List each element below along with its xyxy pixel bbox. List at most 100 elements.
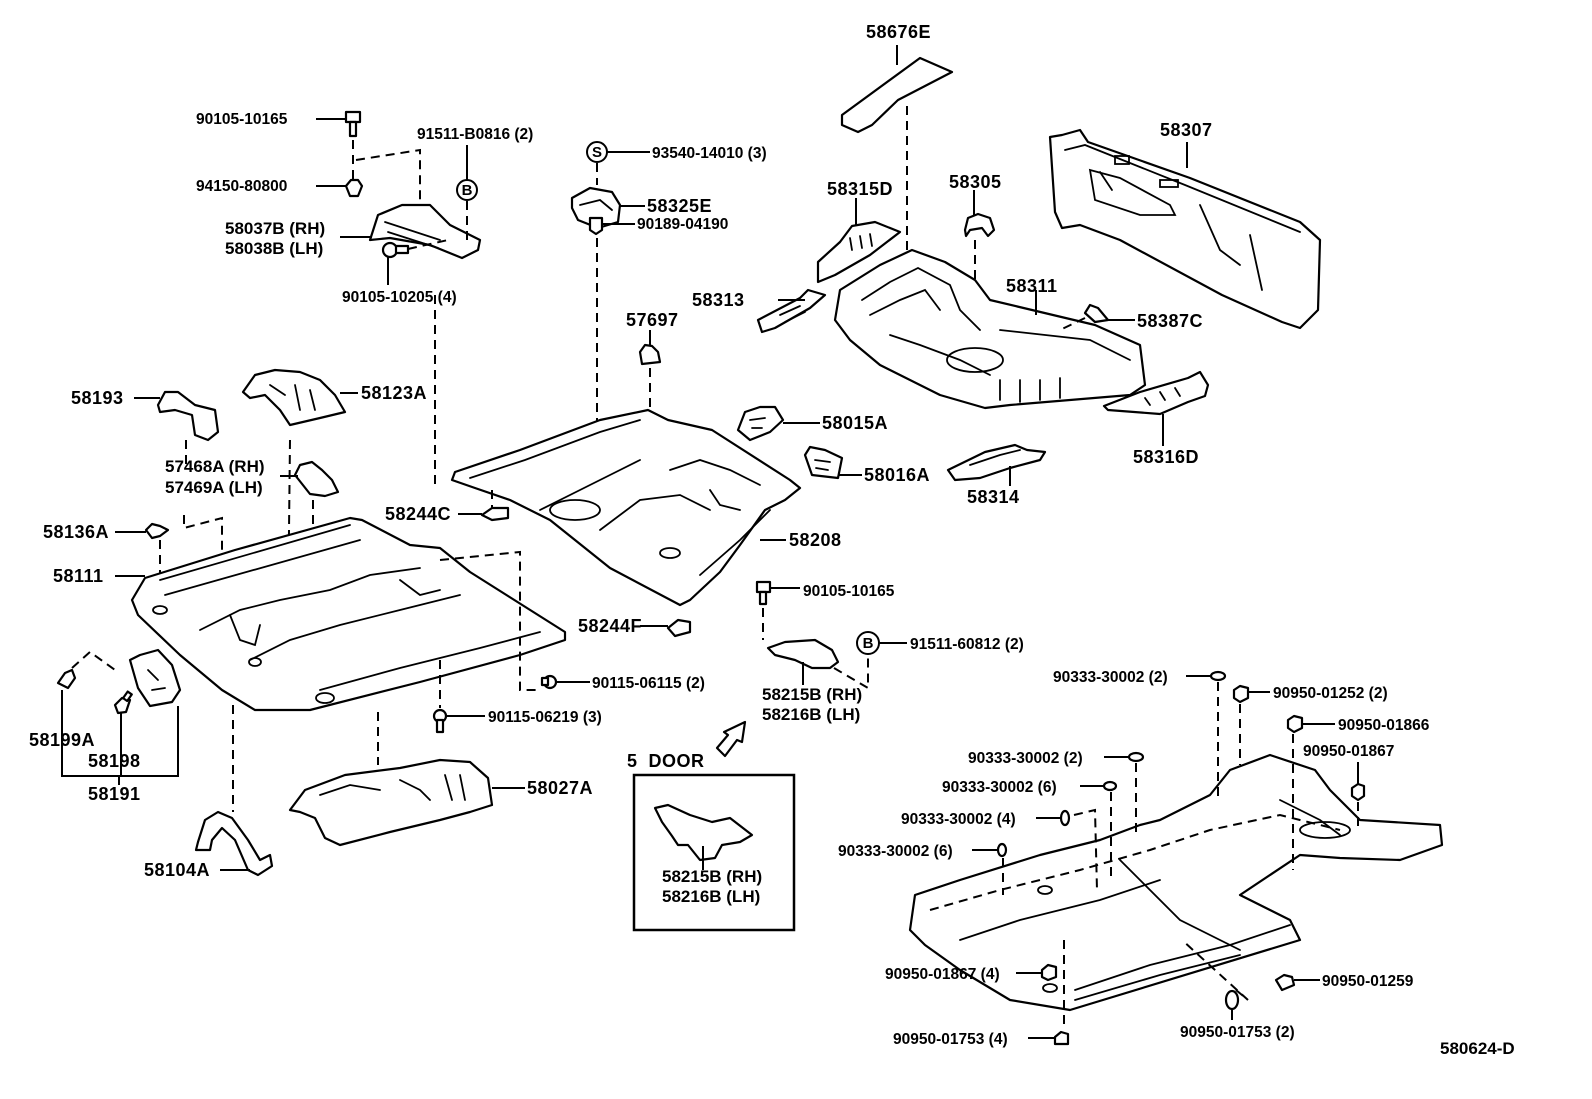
- part-58037B-58038B[interactable]: [368, 203, 482, 260]
- label-58315D: 58315D: [827, 179, 893, 199]
- part-58307[interactable]: [1048, 128, 1322, 330]
- symbol-B-top-text: B: [462, 182, 473, 199]
- label-58313: 58313: [692, 290, 745, 310]
- part-58193[interactable]: [156, 390, 220, 442]
- label-58676E: 58676E: [866, 22, 931, 42]
- label-90333-a: 90333-30002 (2): [1053, 669, 1168, 686]
- part-underbody-plugs[interactable]: [908, 753, 1444, 1012]
- label-90333-c: 90333-30002 (6): [942, 779, 1057, 796]
- label-90950-01866: 90950-01866: [1338, 717, 1430, 734]
- grommet-90333-a[interactable]: [1209, 670, 1227, 682]
- part-58215B-58216B[interactable]: [766, 638, 840, 670]
- part-58015A[interactable]: [736, 405, 785, 442]
- label-90950-01867-b: 90950-01867 (4): [885, 966, 1000, 983]
- diagram-code: 580624-D: [1440, 1039, 1515, 1058]
- label-58311: 58311: [1006, 276, 1058, 296]
- dash-B-mid: [833, 654, 869, 690]
- label-58193: 58193: [71, 388, 124, 408]
- part-57697[interactable]: [638, 343, 662, 366]
- grommet-90333-d[interactable]: [1059, 809, 1071, 827]
- part-57468A-57469A[interactable]: [293, 460, 340, 498]
- label-90115-06115: 90115-06115 (2): [592, 675, 705, 692]
- plug-90950-01867[interactable]: [1350, 782, 1366, 802]
- label-58387C: 58387C: [1137, 311, 1203, 331]
- label-58038B: 58038B (LH): [225, 239, 323, 258]
- label-58016A: 58016A: [864, 465, 930, 485]
- label-90115-06219: 90115-06219 (3): [488, 709, 602, 726]
- label-58316D: 58316D: [1133, 447, 1199, 467]
- label-57697: 57697: [626, 310, 679, 330]
- label-90105-10165-mid: 90105-10165: [803, 583, 895, 600]
- label-90189-04190: 90189-04190: [637, 216, 728, 233]
- part-90115-06115[interactable]: [540, 674, 558, 690]
- part-90105-10165-mid[interactable]: [755, 580, 772, 606]
- part-58104A[interactable]: [194, 810, 274, 877]
- part-58305[interactable]: [963, 212, 996, 238]
- label-90333-e: 90333-30002 (6): [838, 843, 953, 860]
- part-58208[interactable]: [450, 408, 802, 607]
- plug-90950-01753-b[interactable]: [1224, 989, 1240, 1011]
- grommet-90333-b[interactable]: [1127, 751, 1145, 763]
- symbol-S-text: S: [592, 144, 602, 161]
- label-58198: 58198: [88, 751, 141, 771]
- dash-90105-10205: [407, 239, 449, 250]
- plug-90950-01259[interactable]: [1274, 973, 1296, 992]
- part-90105-10205[interactable]: [381, 241, 410, 259]
- part-58313[interactable]: [756, 288, 827, 334]
- part-58676E[interactable]: [840, 56, 954, 134]
- part-58111[interactable]: [130, 516, 567, 712]
- plug-90950-01753-a[interactable]: [1053, 1030, 1070, 1046]
- label-90105-10165-top: 90105-10165: [196, 111, 288, 128]
- part-90189-04190[interactable]: [588, 216, 604, 236]
- part-inset-58215B[interactable]: [653, 803, 754, 862]
- label-58104A: 58104A: [144, 860, 210, 880]
- dash-90950-01753-b: [1181, 939, 1249, 1001]
- label-90950-01753-b: 90950-01753 (2): [1180, 1024, 1295, 1041]
- part-58387C[interactable]: [1083, 303, 1110, 324]
- part-90105-10165-top[interactable]: [344, 110, 362, 138]
- part-58198[interactable]: [113, 690, 133, 715]
- part-58314[interactable]: [946, 443, 1047, 482]
- part-58311[interactable]: [833, 248, 1147, 410]
- label-58027A: 58027A: [527, 778, 593, 798]
- label-58111: 58111: [53, 566, 104, 586]
- dash-bolt-bracket: [355, 148, 421, 200]
- grommet-90333-c[interactable]: [1102, 780, 1118, 792]
- part-90115-06219[interactable]: [432, 708, 448, 734]
- label-58015A: 58015A: [822, 413, 888, 433]
- part-58244F[interactable]: [666, 618, 692, 638]
- inset-label-lh: 58216B (LH): [662, 887, 760, 906]
- label-58208: 58208: [789, 530, 842, 550]
- part-58199A[interactable]: [56, 668, 77, 690]
- plug-90950-01252[interactable]: [1232, 684, 1250, 704]
- dash-58387C: [1059, 317, 1086, 331]
- part-58191-bracket[interactable]: [128, 648, 182, 708]
- grommet-90333-e[interactable]: [996, 842, 1008, 858]
- label-90950-01867-a: 90950-01867: [1303, 743, 1394, 760]
- label-58307: 58307: [1160, 120, 1213, 140]
- part-58027A[interactable]: [288, 758, 494, 847]
- label-90950-01252: 90950-01252 (2): [1273, 685, 1388, 702]
- part-58016A[interactable]: [803, 445, 844, 480]
- label-93540-14010: 93540-14010 (3): [652, 145, 767, 162]
- label-94150-80800: 94150-80800: [196, 178, 287, 195]
- label-58305: 58305: [949, 172, 1002, 192]
- label-90950-01753-a: 90950-01753 (4): [893, 1031, 1008, 1048]
- part-58123A[interactable]: [241, 368, 347, 427]
- label-58215B: 58215B (RH): [762, 685, 862, 704]
- part-58325E[interactable]: [570, 186, 622, 230]
- part-58315D[interactable]: [816, 220, 902, 284]
- arrow-icon: [715, 720, 747, 758]
- label-58244C: 58244C: [385, 504, 451, 524]
- part-94150-80800[interactable]: [344, 178, 364, 198]
- plug-90950-01867-b[interactable]: [1040, 963, 1058, 982]
- part-58316D[interactable]: [1102, 370, 1210, 416]
- label-57468A: 57468A (RH): [165, 457, 265, 476]
- label-91511-B0816: 91511-B0816 (2): [417, 126, 533, 143]
- part-58244C[interactable]: [480, 506, 510, 522]
- label-58191: 58191: [88, 784, 141, 804]
- part-58136A[interactable]: [144, 522, 170, 540]
- label-57469A: 57469A (LH): [165, 478, 263, 497]
- plug-90950-01866[interactable]: [1286, 714, 1304, 734]
